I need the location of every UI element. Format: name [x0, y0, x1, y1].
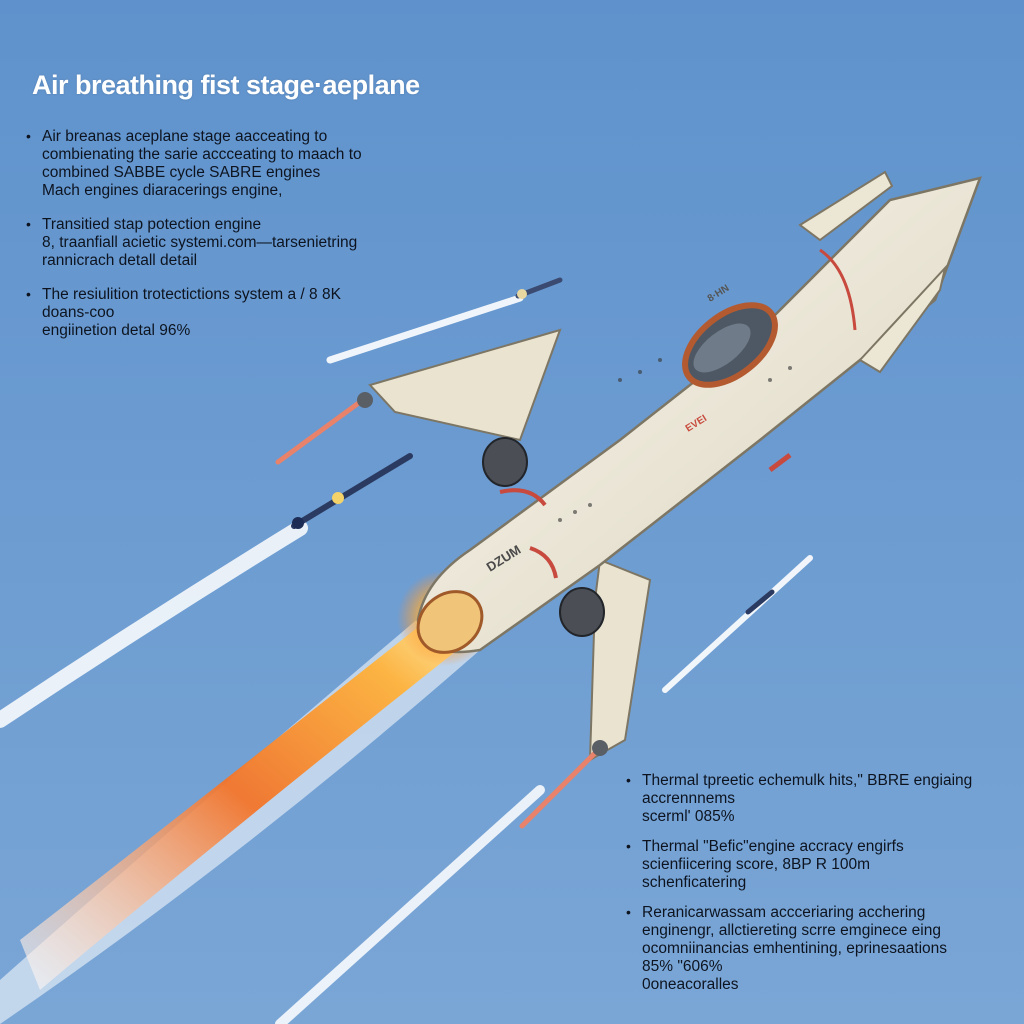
- spaceplane: DZUM EVEI 8·HN: [275, 170, 982, 829]
- callout-line: scienfiicering score, 8BP R 100m: [642, 856, 871, 873]
- page-title: Air breathing fist stage·aeplane: [32, 70, 420, 100]
- callout-line: combined SABBE cycle SABRE engines: [42, 164, 321, 181]
- contrail-right: [662, 555, 813, 693]
- callout-line: schenficatering: [642, 874, 747, 891]
- callout-line: Thermal tpreetic echemulk hits," BBRE en…: [642, 772, 973, 789]
- contrails: [0, 294, 813, 1024]
- callout-line: enginengr, allctiereting scrre emginece …: [642, 922, 941, 939]
- callout-line: 8, traanfiall acietic systemi.com—tarsen…: [42, 234, 358, 251]
- callout-line: Thermal "Befic"engine accracy engirfs: [642, 838, 904, 855]
- callout-line: Reranicarwassam accceriaring acchering: [642, 904, 926, 921]
- contrail-missile-mid: [0, 520, 308, 728]
- callout-line: doans-coo: [42, 304, 115, 321]
- callout-line: 0oneacoralles: [642, 976, 739, 993]
- callout-line: The resiulition trotectictions system a …: [42, 286, 341, 303]
- callout-line: combienating the sarie accceating to maa…: [42, 146, 362, 163]
- callout-line: Mach engines diaracerings engine,: [42, 182, 283, 199]
- callout-line: Transitied stap potection engine: [42, 216, 262, 233]
- callout-line: rannicrach detall detail: [42, 252, 198, 269]
- right-callout-3: Reranicarwassam accceriaring acchering e…: [626, 903, 986, 994]
- missile-right: [745, 589, 775, 615]
- right-callout-2: Thermal "Befic"engine accracy engirfs sc…: [626, 837, 986, 892]
- left-callout-1: Air breanas aceplane stage aacceating to…: [26, 127, 426, 200]
- callout-line: Air breanas aceplane stage aacceating to: [42, 128, 328, 145]
- left-callout-2: Transitied stap potection engine 8, traa…: [26, 215, 426, 270]
- left-callout-list: Air breanas aceplane stage aacceating to…: [26, 127, 426, 356]
- right-callout-list: Thermal tpreetic echemulk hits," BBRE en…: [626, 771, 986, 1006]
- wing-upper: [368, 328, 562, 442]
- callout-line: ocomniinancias emhentining, eprinesaatio…: [642, 940, 948, 957]
- missile-middle: [291, 453, 413, 529]
- callout-line: accrennnems: [642, 790, 736, 807]
- right-callout-1: Thermal tpreetic echemulk hits," BBRE en…: [626, 771, 986, 826]
- callout-line: engiinetion detal 96%: [42, 322, 191, 339]
- callout-line: 85% "606%: [642, 958, 723, 975]
- left-callout-3: The resiulition trotectictions system a …: [26, 285, 426, 340]
- missile-upper: [515, 277, 563, 299]
- contrail-lower: [275, 785, 545, 1024]
- callout-line: scerml' 085%: [642, 808, 735, 825]
